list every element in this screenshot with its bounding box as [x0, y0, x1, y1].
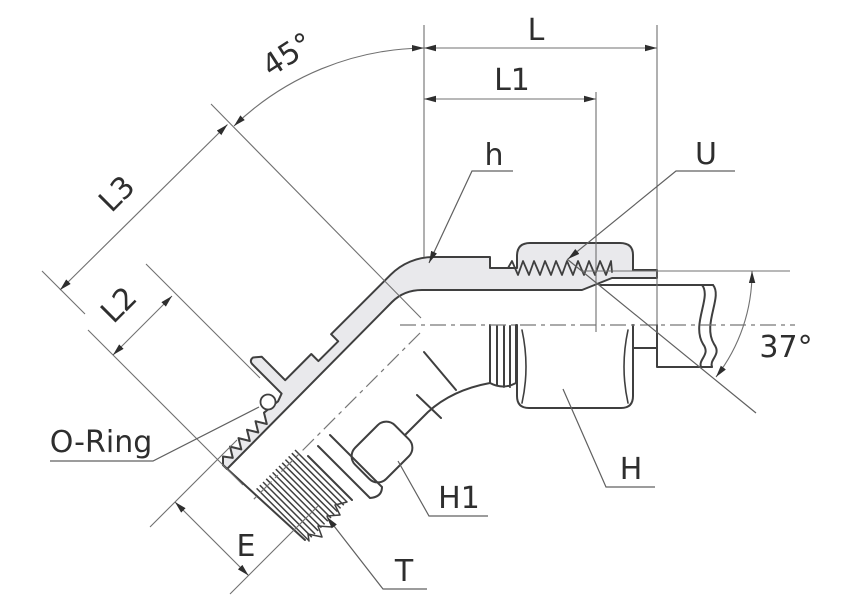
label-L2: L2	[94, 280, 144, 330]
callout-H1: H1	[397, 460, 488, 517]
flare-cone-line	[566, 258, 757, 414]
callout-h: h	[428, 138, 513, 264]
elbow-heel	[397, 351, 491, 443]
tube-fill	[600, 285, 706, 367]
dimension-L2: L2	[94, 280, 173, 356]
spud-outline	[489, 324, 517, 388]
nut-fill	[517, 325, 633, 408]
fitting-body	[222, 242, 718, 542]
label-H1: H1	[438, 481, 480, 516]
hex-barrel	[350, 420, 414, 484]
callout-U: U	[567, 137, 735, 260]
callout-H: H	[562, 388, 655, 488]
label-flare-angle: 37°	[759, 330, 812, 365]
dimension-flare-angle: 37°	[566, 258, 813, 414]
dimension-bend-angle: 45°	[233, 26, 425, 127]
dimension-L1: L1	[424, 63, 596, 103]
label-U: U	[695, 137, 717, 172]
callout-o-ring: O-Ring	[50, 406, 260, 462]
port-thread-zigzag	[507, 260, 613, 276]
o-ring-shape	[259, 393, 277, 411]
male-thread-tip-face	[222, 464, 306, 541]
label-L3: L3	[92, 169, 142, 219]
dimension-L: L	[424, 13, 657, 52]
sleeve-lower	[632, 324, 658, 349]
label-T: T	[394, 554, 414, 589]
label-o-ring: O-Ring	[50, 425, 153, 460]
label-E: E	[237, 529, 256, 564]
label-L1: L1	[494, 63, 530, 98]
dimension-L3: L3	[59, 124, 228, 291]
callout-T: T	[326, 516, 427, 590]
label-H: H	[620, 452, 643, 487]
nut-outline	[516, 324, 634, 409]
centerline-diagonal	[251, 332, 421, 502]
dimension-E: E	[174, 501, 256, 576]
label-h: h	[484, 138, 503, 173]
extension-lines	[41, 25, 658, 595]
label-bend-angle: 45°	[256, 26, 320, 84]
callouts: h U O-Ring T H1 H	[50, 137, 735, 590]
tube-outline	[599, 284, 714, 368]
label-L: L	[528, 13, 545, 48]
nut-chamfer-curves	[521, 329, 629, 404]
male-thread-hatch	[256, 449, 348, 541]
washer-stack	[307, 434, 383, 501]
tube-break-line	[709, 284, 718, 368]
